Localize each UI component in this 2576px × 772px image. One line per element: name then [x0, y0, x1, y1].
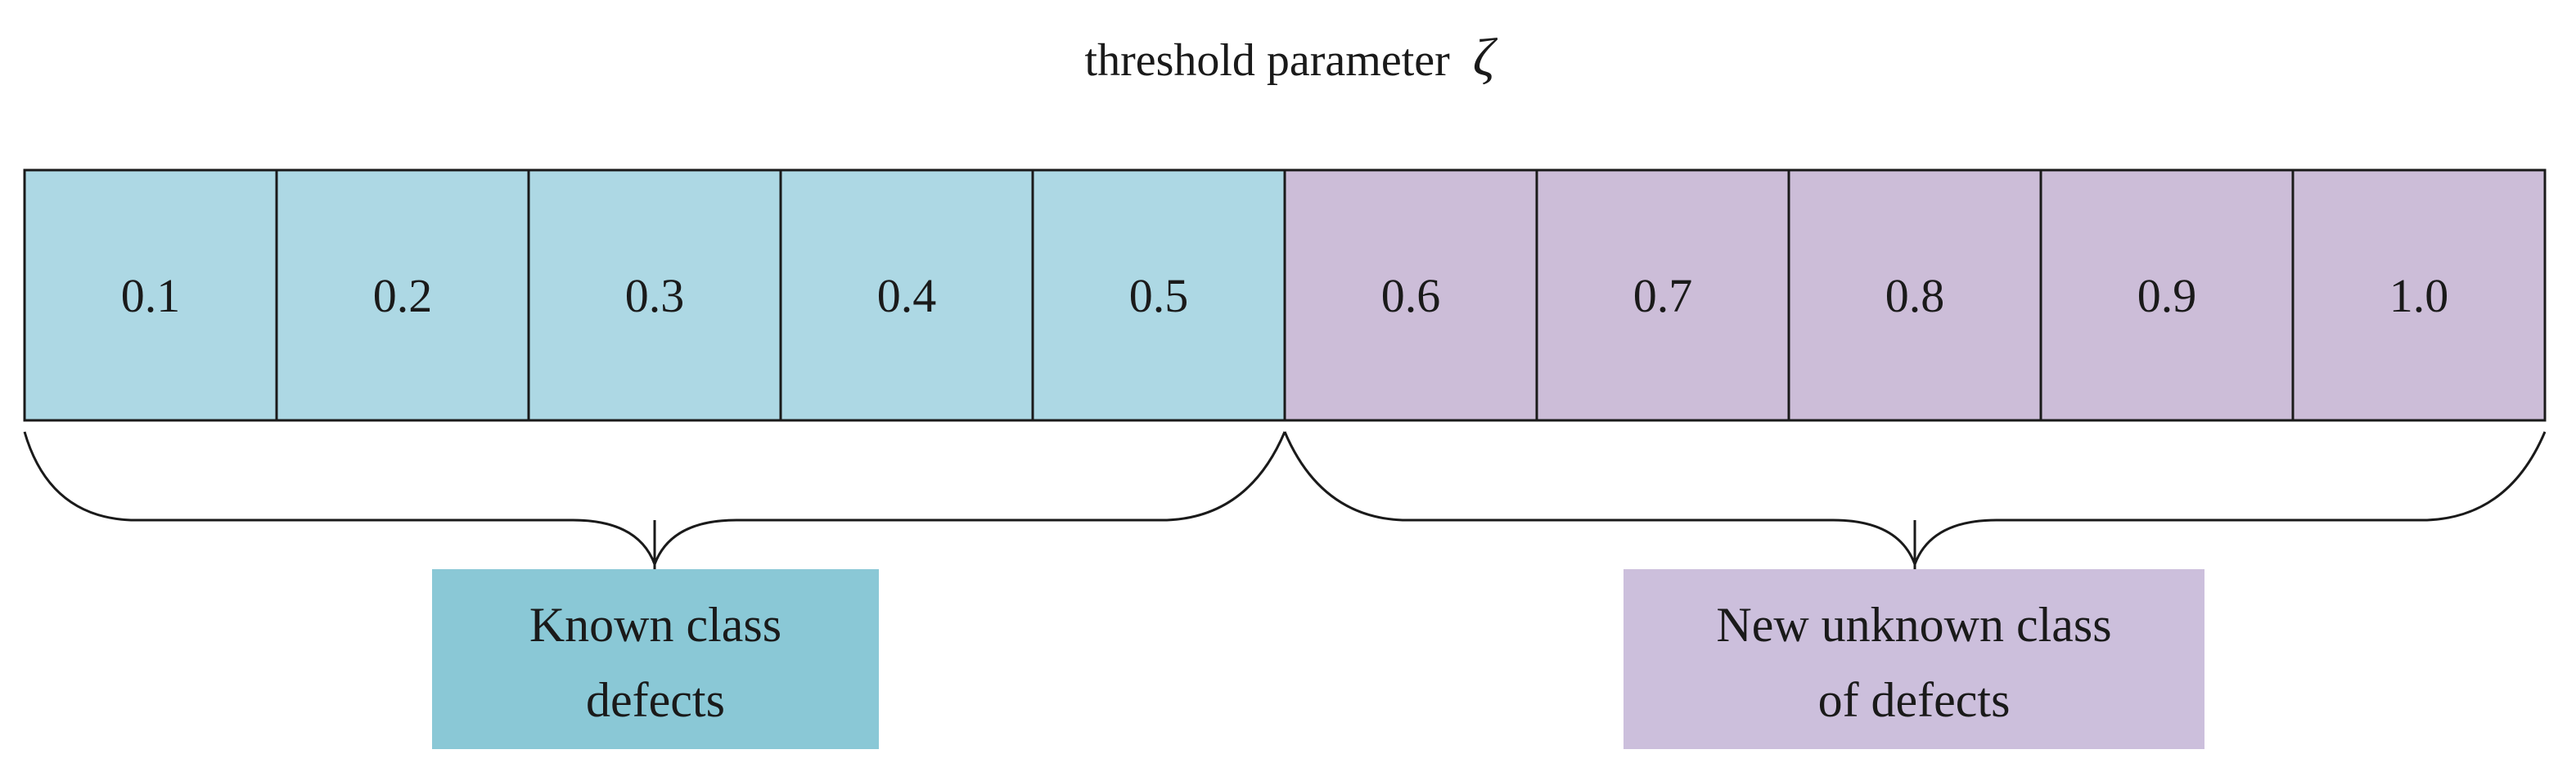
threshold-cell: 0.5: [1031, 168, 1286, 422]
threshold-cell-box: [1283, 168, 1538, 422]
threshold-cell: 0.8: [1787, 168, 2042, 422]
threshold-cells: 0.1 0.2 0.3 0.4 0.5 0.6 0.7 0.8 0.9 1.0: [23, 168, 2547, 422]
threshold-cell: 1.0: [2291, 168, 2547, 422]
threshold-cell-box: [2291, 168, 2547, 422]
unknown-class-line-1: New unknown class: [1716, 598, 2111, 652]
diagram-title: threshold parameter ζ: [1085, 28, 1498, 88]
threshold-cell-value: 1.0: [2389, 269, 2449, 322]
threshold-cell-value: 0.1: [121, 269, 181, 322]
unknown-class-box: [1624, 569, 2204, 749]
threshold-cell-box: [275, 168, 530, 422]
known-class-line-2: defects: [586, 673, 725, 727]
threshold-cell: 0.1: [23, 168, 278, 422]
threshold-cell-value: 0.8: [1885, 269, 1945, 322]
threshold-cell-value: 0.3: [625, 269, 685, 322]
known-class-line-1: Known class: [529, 598, 781, 652]
unknown-class-label: New unknown class of defects: [1624, 569, 2204, 749]
unknown-class-line-2: of defects: [1818, 673, 2011, 727]
title-text: threshold parameter: [1085, 35, 1451, 86]
threshold-cell: 0.9: [2039, 168, 2295, 422]
threshold-cell-box: [1031, 168, 1286, 422]
threshold-cell: 0.7: [1535, 168, 1790, 422]
threshold-cell-value: 0.5: [1129, 269, 1189, 322]
threshold-cell-box: [1787, 168, 2042, 422]
threshold-cell-box: [527, 168, 782, 422]
threshold-cell-box: [23, 168, 278, 422]
threshold-cell-value: 0.4: [877, 269, 937, 322]
threshold-cell-value: 0.2: [373, 269, 433, 322]
threshold-cell: 0.2: [275, 168, 530, 422]
threshold-cell-box: [2039, 168, 2295, 422]
threshold-cell-value: 0.9: [2137, 269, 2197, 322]
threshold-cell-box: [779, 168, 1034, 422]
known-class-box: [432, 569, 879, 749]
threshold-cell: 0.4: [779, 168, 1034, 422]
threshold-cell-value: 0.6: [1381, 269, 1441, 322]
threshold-cell-box: [1535, 168, 1790, 422]
threshold-cell: 0.3: [527, 168, 782, 422]
known-class-label: Known class defects: [432, 569, 879, 749]
threshold-cell-value: 0.7: [1633, 269, 1693, 322]
title-symbol: ζ: [1473, 28, 1498, 88]
threshold-cell: 0.6: [1283, 168, 1538, 422]
